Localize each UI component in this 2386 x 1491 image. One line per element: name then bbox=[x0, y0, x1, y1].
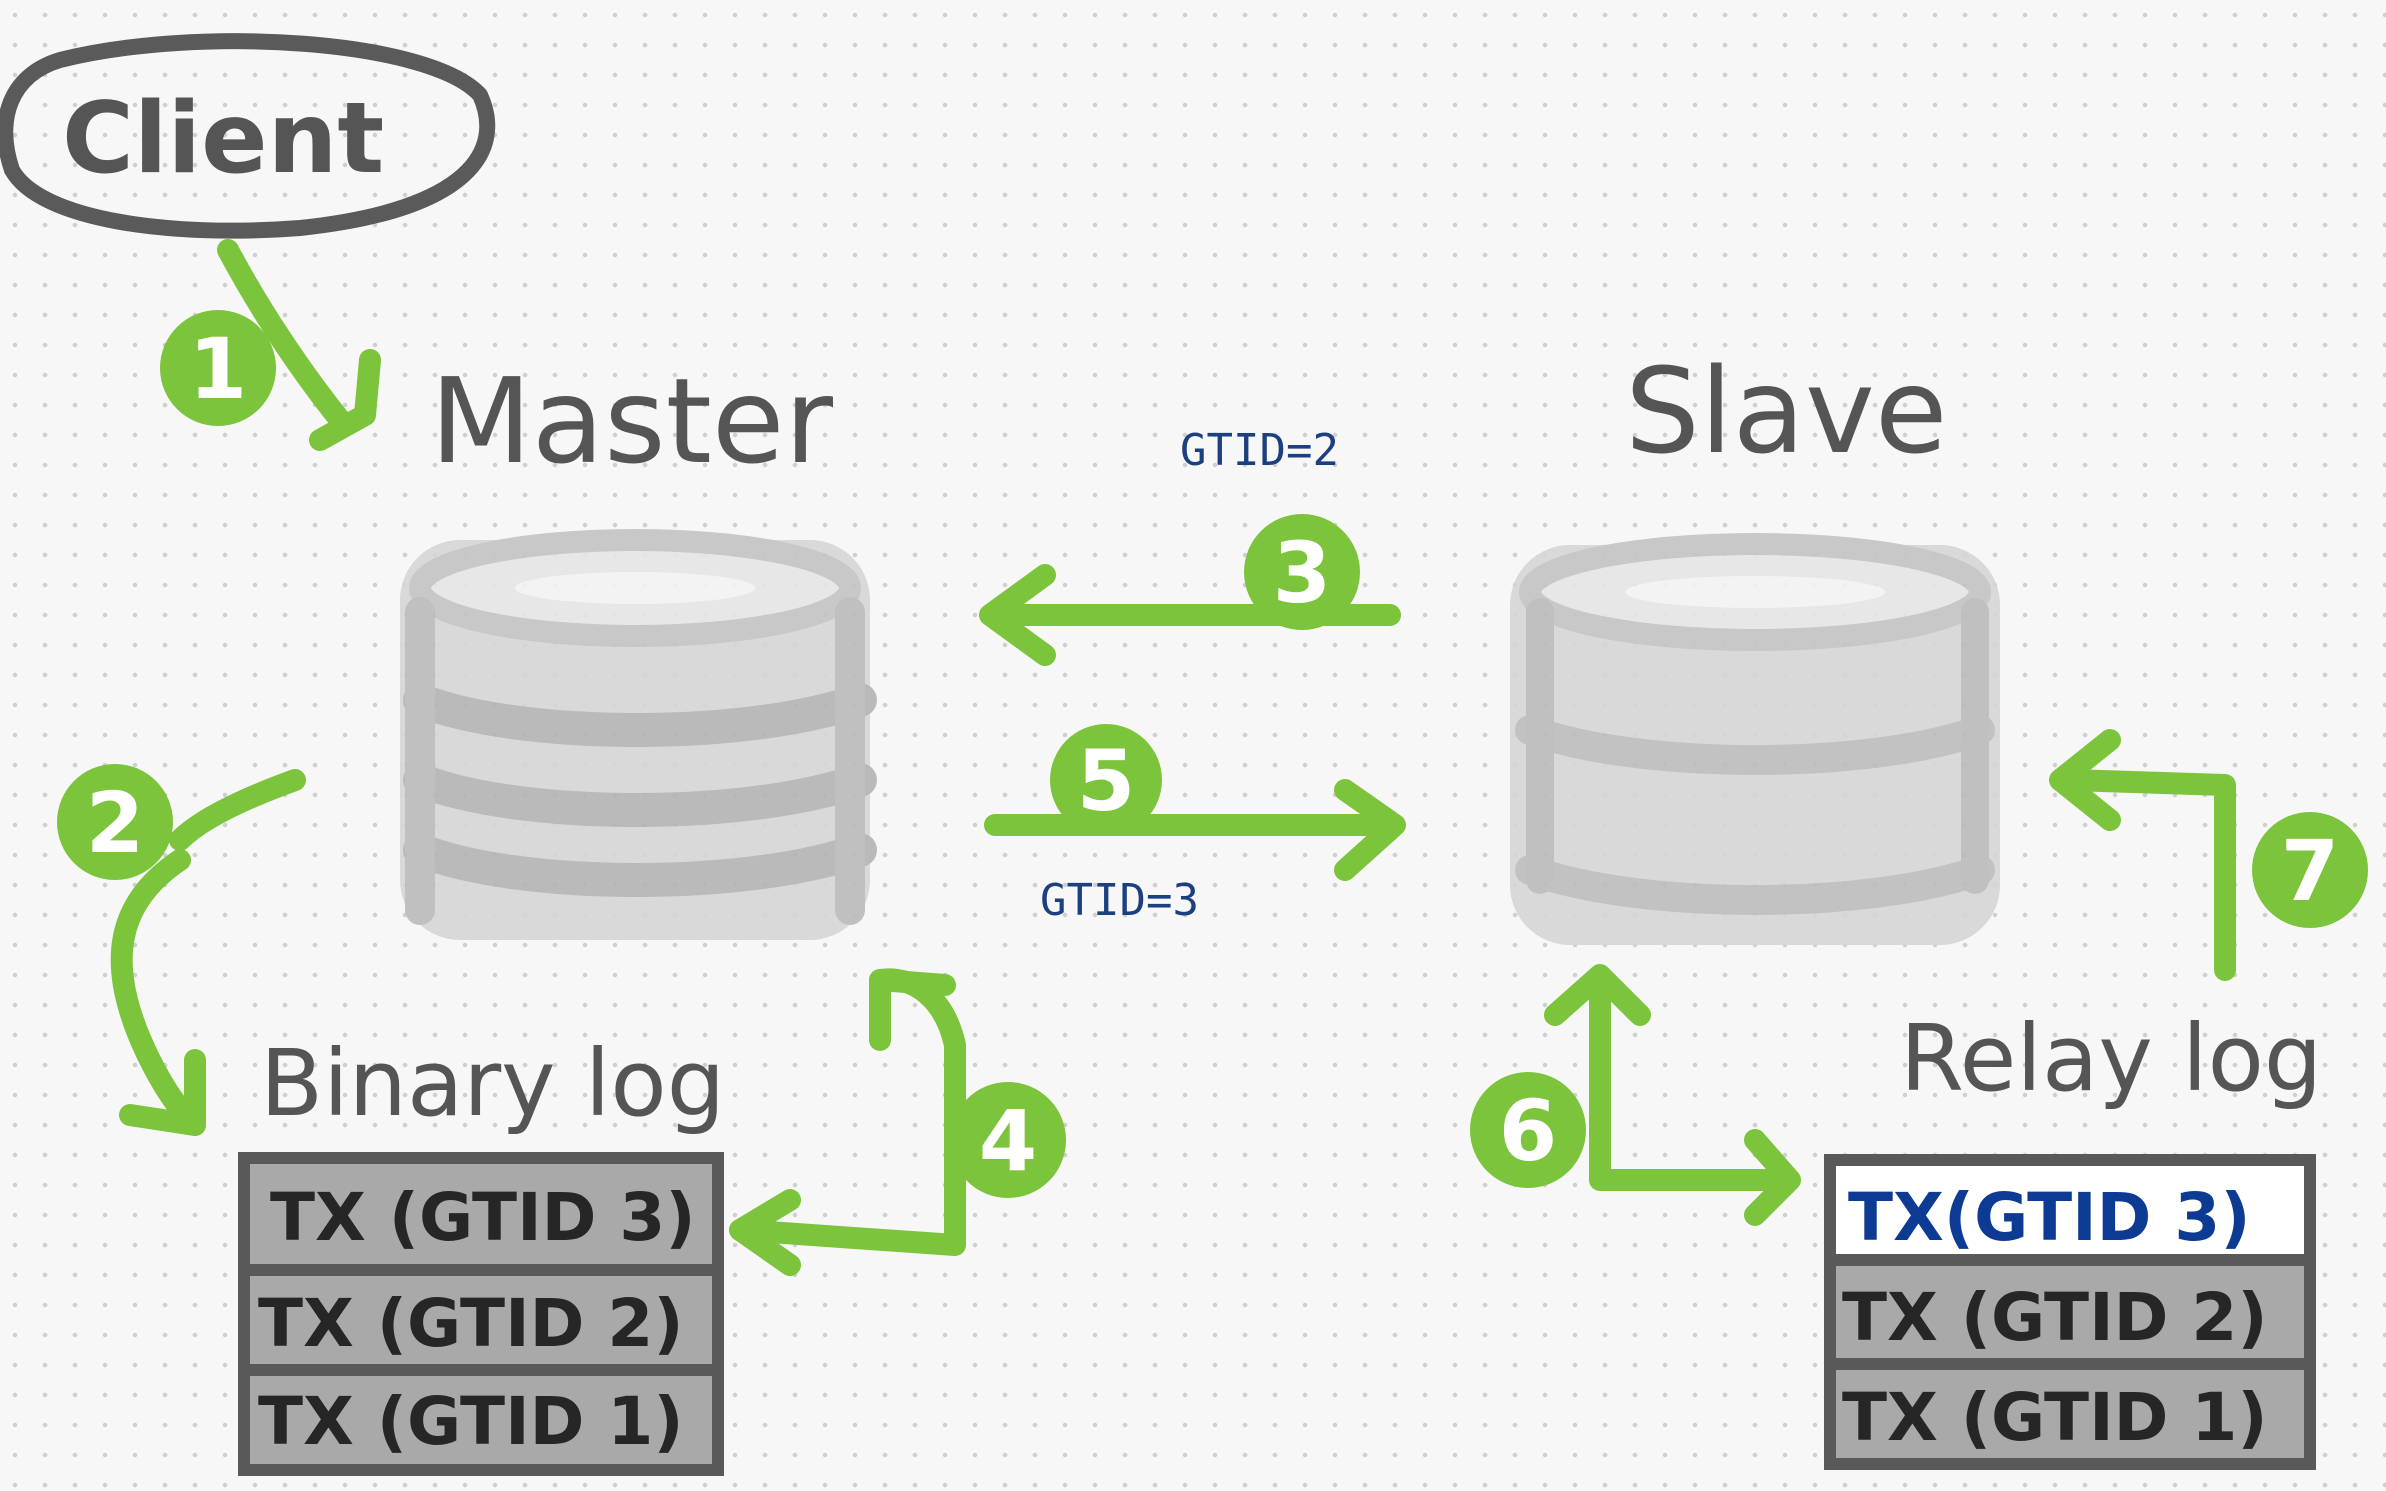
relay-log-row-text: TX(GTID 3) bbox=[1848, 1179, 2251, 1256]
slave-database-icon bbox=[1510, 533, 2000, 945]
client-outline bbox=[0, 33, 496, 239]
step-badge: 6 bbox=[1470, 1072, 1586, 1188]
step-1-arrow bbox=[217, 239, 381, 451]
relay-log-table: TX(GTID 3) TX (GTID 2) TX (GTID 1) bbox=[1824, 1154, 2316, 1470]
binary-log-row-text: TX (GTID 2) bbox=[258, 1285, 684, 1362]
relay-log-label: Relay log bbox=[1900, 1005, 2322, 1112]
step-number: 1 bbox=[189, 320, 247, 418]
step-4-arrow bbox=[729, 968, 966, 1276]
step-2-arrow bbox=[110, 769, 306, 1136]
step-number: 3 bbox=[1273, 524, 1331, 622]
relay-log-row bbox=[1824, 1254, 2316, 1370]
binary-log-row bbox=[238, 1152, 724, 1276]
binary-log-label: Binary log bbox=[260, 1030, 725, 1137]
step-badge: 4 bbox=[950, 1082, 1066, 1198]
step-7-arrow bbox=[2049, 729, 2236, 981]
step-number: 7 bbox=[2281, 822, 2339, 920]
gtid-request-annotation: GTID=2 bbox=[1180, 425, 1339, 476]
master-label: Master bbox=[430, 352, 833, 490]
binary-log-row-text: TX (GTID 3) bbox=[270, 1179, 696, 1256]
client-label: Client bbox=[62, 82, 384, 196]
step-5-arrow bbox=[984, 779, 1406, 881]
binary-log-table: TX (GTID 3) TX (GTID 2) TX (GTID 1) bbox=[238, 1152, 724, 1476]
binary-log-row-text: TX (GTID 1) bbox=[258, 1383, 684, 1460]
step-number: 4 bbox=[979, 1092, 1037, 1190]
gtid-response-annotation: GTID=3 bbox=[1040, 875, 1199, 926]
binary-log-row bbox=[238, 1364, 724, 1476]
master-database-icon bbox=[400, 529, 877, 940]
step-number: 6 bbox=[1499, 1082, 1557, 1180]
step-badge: 3 bbox=[1244, 514, 1360, 630]
step-badge: 1 bbox=[160, 310, 276, 426]
client-node: Client bbox=[0, 33, 496, 239]
slave-label: Slave bbox=[1625, 342, 1947, 480]
relay-log-row bbox=[1824, 1358, 2316, 1470]
step-badge: 5 bbox=[1050, 724, 1162, 836]
step-6-arrow bbox=[1544, 964, 1801, 1226]
step-badge: 7 bbox=[2252, 812, 2368, 928]
relay-log-row-text: TX (GTID 2) bbox=[1842, 1279, 2268, 1356]
relay-log-row-text: TX (GTID 1) bbox=[1842, 1379, 2268, 1456]
step-number: 2 bbox=[86, 774, 144, 872]
step-badge: 2 bbox=[57, 764, 173, 880]
binary-log-row bbox=[238, 1264, 724, 1376]
relay-log-row-highlighted bbox=[1824, 1154, 2316, 1266]
step-number: 5 bbox=[1077, 732, 1135, 830]
